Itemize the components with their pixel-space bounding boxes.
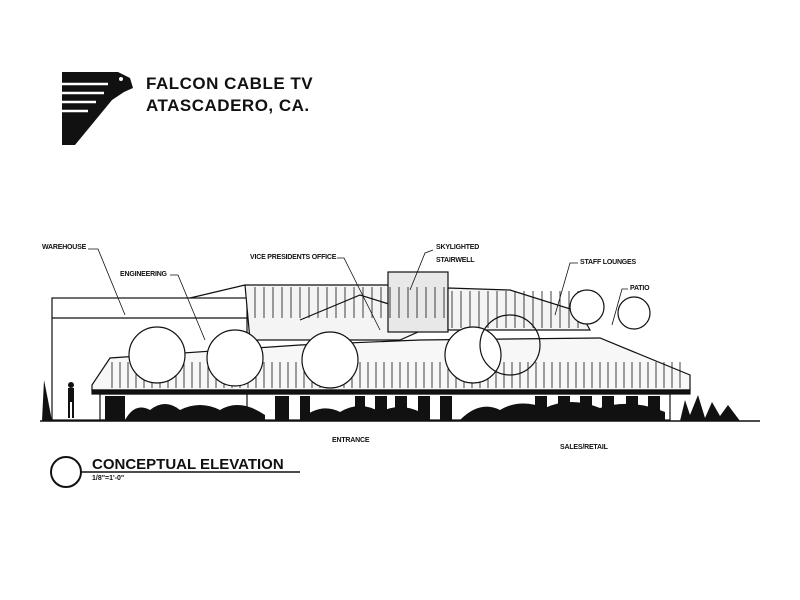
company-location: ATASCADERO, CA.: [146, 96, 310, 115]
label-skylighted: SKYLIGHTED: [436, 244, 480, 251]
tree-circle: [479, 314, 541, 376]
tree-circle: [617, 296, 651, 330]
label-staff-lounges: STAFF LOUNGES: [580, 259, 636, 266]
label-stairwell: STAIRWELL: [436, 257, 475, 264]
person-figure-icon: [68, 382, 74, 418]
tree-circle: [301, 331, 359, 389]
tree-circle: [444, 326, 502, 384]
label-entrance: ENTRANCE: [332, 437, 370, 444]
label-engineering: ENGINEERING: [120, 271, 167, 278]
company-name: FALCON CABLE TV: [146, 74, 314, 93]
drawing-scale: 1/8"=1'-0": [92, 475, 125, 482]
tree-circle: [128, 326, 186, 384]
facade-bay: [105, 396, 125, 420]
facade-bay: [300, 396, 310, 420]
label-vp-office: VICE PRESIDENTS OFFICE: [250, 254, 337, 261]
falcon-logo-icon: [62, 72, 133, 145]
tree-circle: [206, 329, 264, 387]
drawing-title: CONCEPTUAL ELEVATION: [92, 456, 284, 473]
facade-bay: [440, 396, 452, 420]
facade-bay: [418, 396, 430, 420]
trees: [128, 289, 651, 389]
label-patio: PATIO: [630, 285, 650, 292]
caption-circle: [50, 456, 82, 488]
shrubs: [42, 380, 740, 421]
label-warehouse: WAREHOUSE: [42, 244, 87, 251]
stairwell-block: [387, 271, 449, 333]
tree-circle: [569, 289, 605, 325]
label-sales-retail: SALES/RETAIL: [560, 444, 608, 451]
facade-bay: [275, 396, 289, 420]
